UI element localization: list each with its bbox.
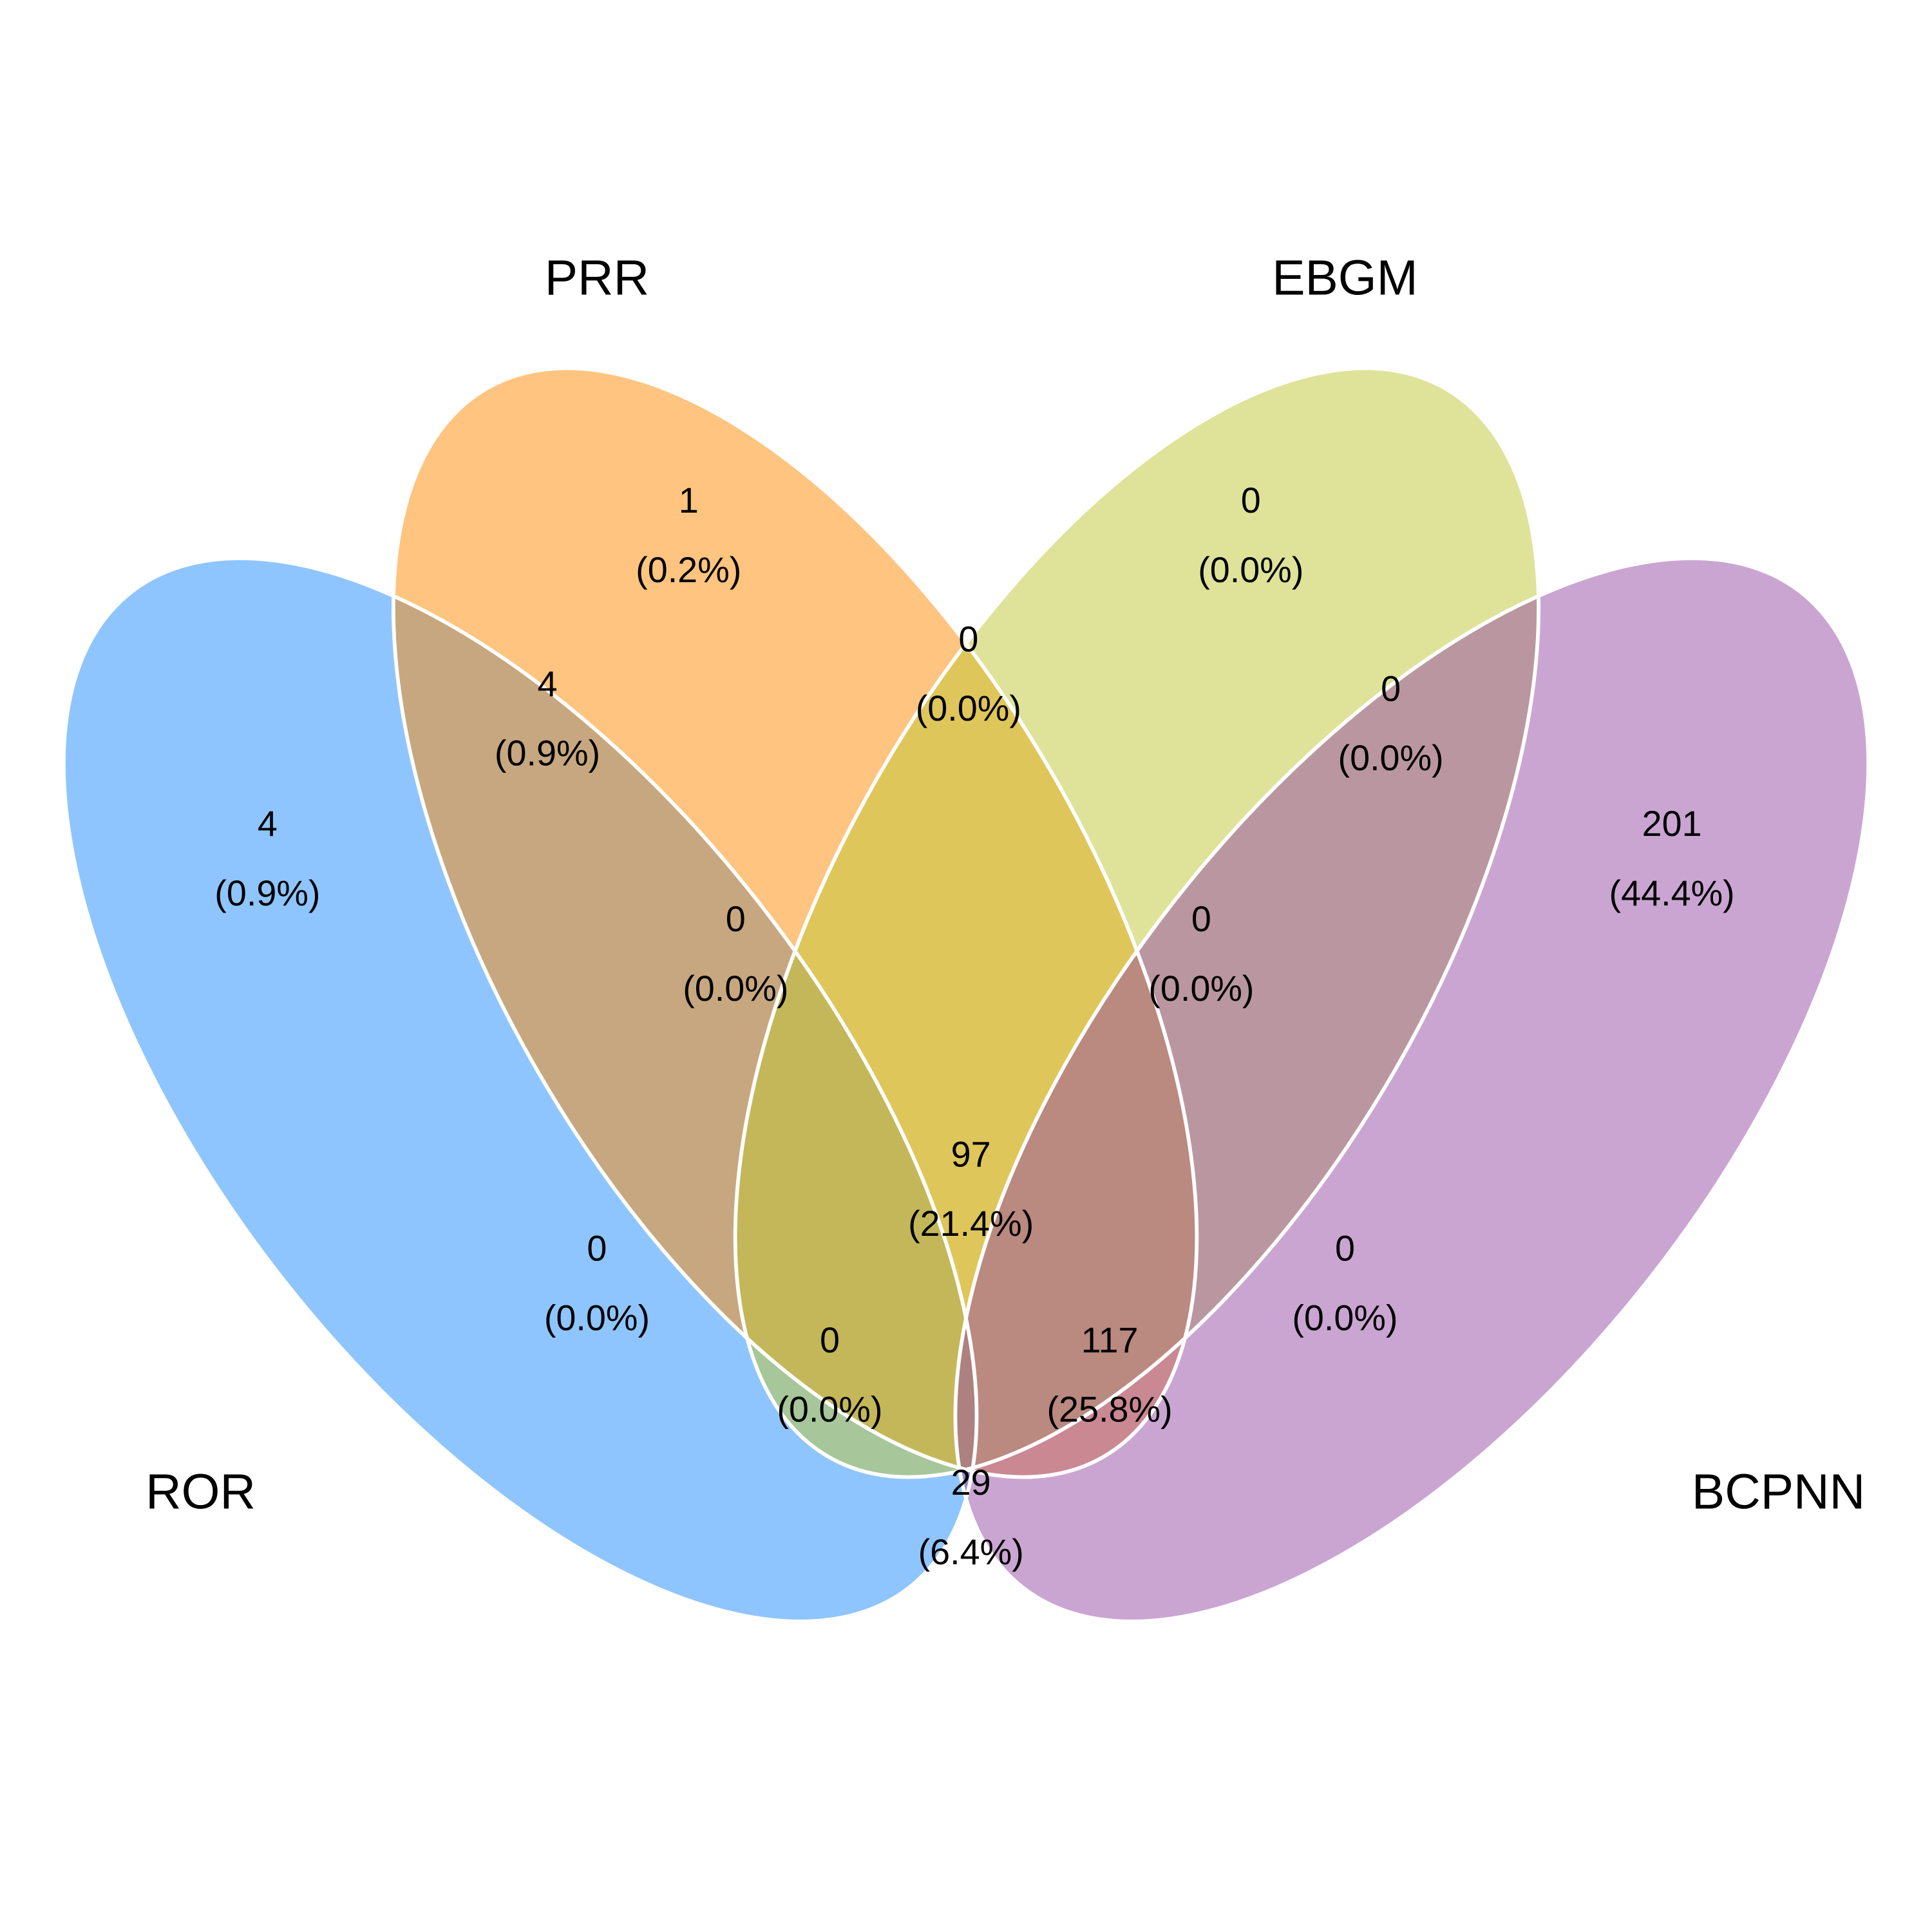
region-prr-ebgm-bcpnn: 0 (0.0%) — [1148, 899, 1254, 1009]
region-ror-bcpnn: 29 (6.4%) — [918, 1463, 1024, 1572]
set-outline-ror — [61, 556, 979, 1624]
region-prr-bcpnn: 0 (0.0%) — [1292, 1229, 1397, 1338]
region-ror-ebgm-bcpnn: 0 (0.0%) — [777, 1320, 882, 1430]
region-percent: (44.4%) — [1609, 873, 1735, 913]
set-label-ror: ROR — [146, 1464, 256, 1519]
set-ellipse-bcpnn — [955, 558, 1869, 1622]
region-count: 0 — [1335, 1229, 1355, 1269]
region-count: 0 — [1381, 668, 1401, 708]
set-label-prr: PRR — [545, 251, 649, 306]
set-ellipse-ror — [63, 558, 977, 1622]
region-percent: (0.0%) — [1198, 550, 1303, 590]
region-percent: (0.0%) — [1292, 1298, 1397, 1338]
region-count: 0 — [958, 620, 978, 659]
region-ror: 4 (0.9%) — [214, 804, 320, 913]
region-percent: (25.8%) — [1046, 1390, 1172, 1430]
region-percent: (0.2%) — [636, 550, 741, 590]
region-count: 0 — [587, 1229, 607, 1269]
region-count: 0 — [820, 1320, 840, 1360]
region-percent: (0.0%) — [544, 1298, 650, 1338]
set-outline-bcpnn — [953, 556, 1871, 1624]
region-ror-prr-ebgm: 0 (0.0%) — [683, 899, 788, 1009]
region-count: 97 — [951, 1135, 991, 1175]
region-count: 0 — [1191, 899, 1211, 939]
region-ror-prr: 4 (0.9%) — [495, 664, 600, 773]
region-percent: (0.0%) — [1338, 738, 1444, 778]
region-bcpnn: 201 (44.4%) — [1609, 804, 1735, 913]
set-ellipse-ebgm — [735, 368, 1539, 1477]
region-percent: (0.9%) — [495, 733, 600, 773]
set-outline-ebgm — [733, 366, 1541, 1479]
region-ror-prr-bcpnn: 117 (25.8%) — [1046, 1320, 1172, 1430]
region-count: 4 — [258, 804, 278, 844]
region-percent: (21.4%) — [908, 1204, 1034, 1244]
region-percent: (0.0%) — [683, 969, 788, 1009]
region-ebgm-bcpnn: 0 (0.0%) — [1338, 668, 1444, 778]
region-percent: (0.0%) — [916, 688, 1021, 728]
region-prr: 1 (0.2%) — [636, 480, 741, 590]
region-ror-ebgm: 0 (0.0%) — [544, 1229, 650, 1338]
set-outline-prr — [391, 366, 1199, 1479]
set-label-bcpnn: BCPNN — [1692, 1464, 1865, 1519]
region-prr-ebgm: 0 (0.0%) — [916, 620, 1021, 729]
region-count: 4 — [537, 664, 557, 704]
region-percent: (0.0%) — [777, 1390, 882, 1430]
region-count: 29 — [951, 1463, 991, 1502]
region-count: 0 — [726, 899, 746, 939]
set-label-ebgm: EBGM — [1272, 251, 1417, 306]
region-ebgm: 0 (0.0%) — [1198, 480, 1303, 590]
region-percent: (6.4%) — [918, 1532, 1024, 1572]
region-count: 201 — [1642, 804, 1702, 844]
region-count: 0 — [1241, 480, 1261, 520]
region-percent: (0.0%) — [1148, 969, 1254, 1009]
region-ror-prr-ebgm-bcpnn: 97 (21.4%) — [908, 1135, 1034, 1244]
region-count: 117 — [1081, 1320, 1139, 1360]
region-count: 1 — [679, 480, 699, 520]
region-percent: (0.9%) — [214, 873, 320, 913]
